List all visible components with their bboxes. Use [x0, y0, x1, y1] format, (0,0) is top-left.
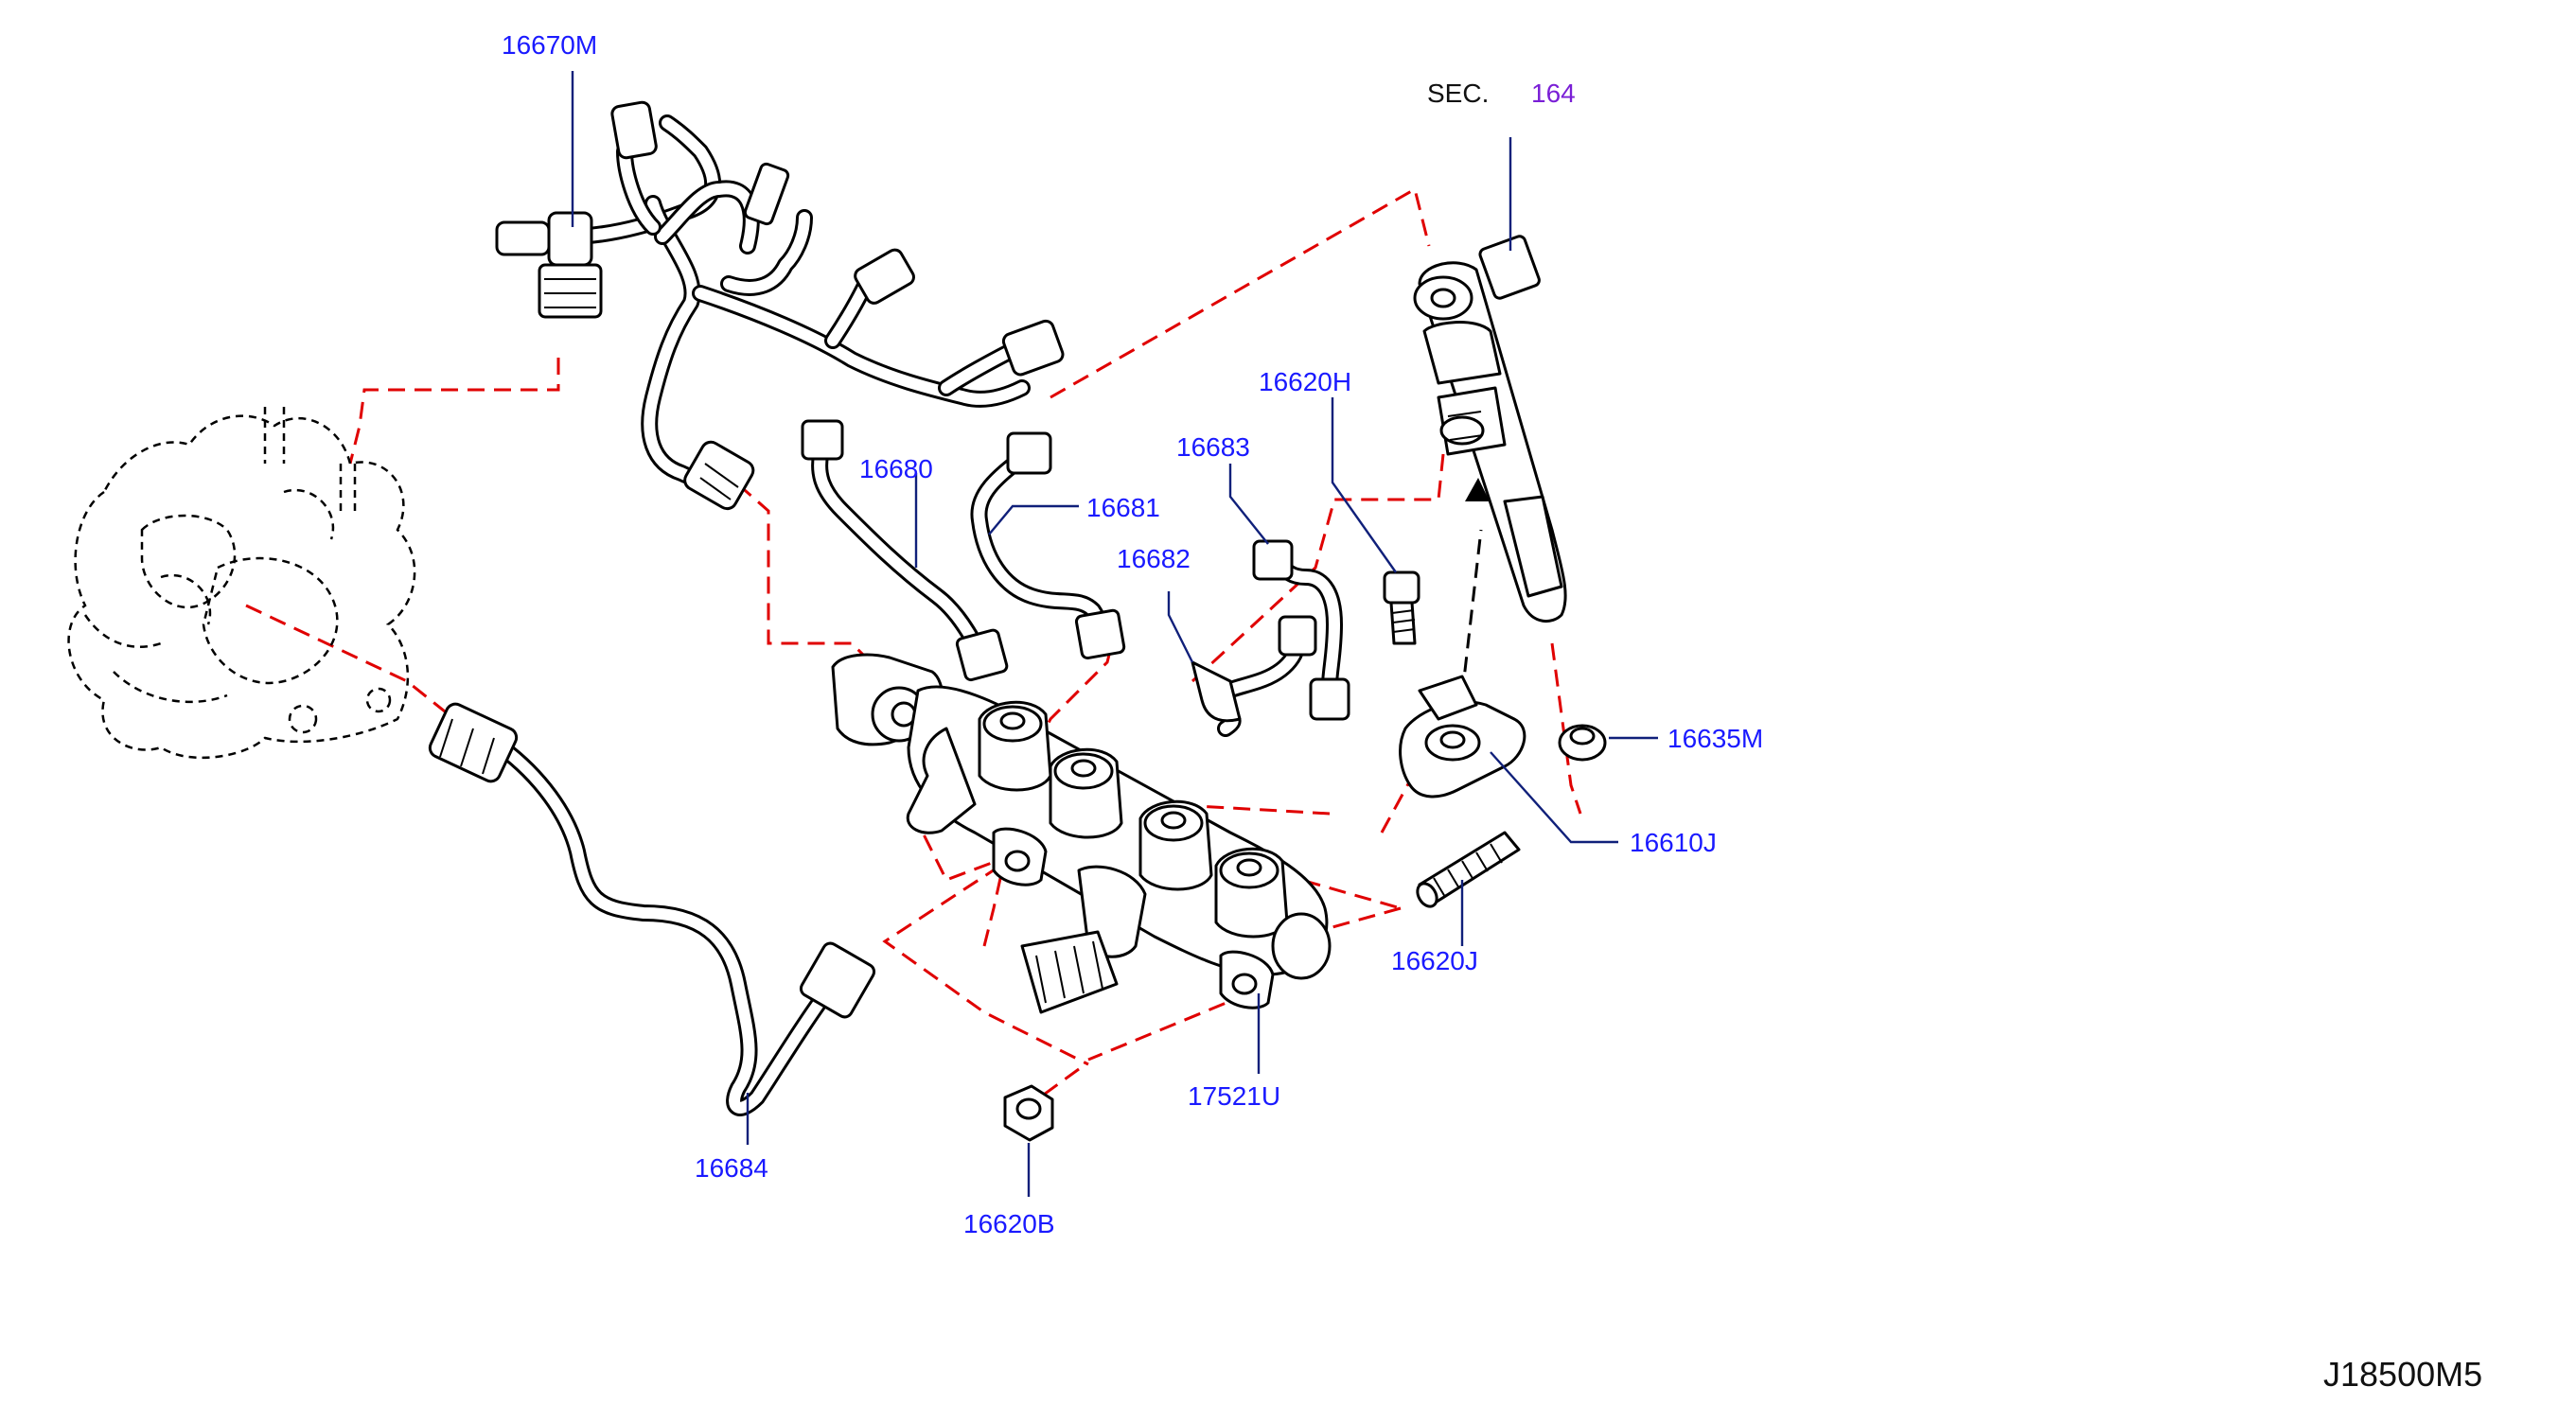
part-labels: 16670M 16680 16681 16683 16682 16620H 16… — [502, 30, 2482, 1394]
part-label-16670M: 16670M — [502, 30, 597, 60]
common-rail-assembly — [831, 653, 1332, 1014]
diagram-id: J18500M5 — [2323, 1355, 2482, 1394]
fuel-injector — [1413, 235, 1567, 623]
section-ref-prefix: SEC. — [1427, 79, 1489, 108]
part-label-16680: 16680 — [859, 454, 933, 483]
connection-lines — [245, 186, 1582, 1114]
injection-tube-16680 — [801, 419, 1009, 682]
nut-16620B — [1003, 1084, 1054, 1142]
part-label-16610J: 16610J — [1630, 828, 1717, 857]
part-label-16620B: 16620B — [963, 1209, 1055, 1238]
part-label-16683: 16683 — [1176, 432, 1250, 462]
stud-16620J — [1416, 831, 1521, 908]
rail-boss-2 — [1049, 747, 1123, 839]
rail-boss-1 — [978, 700, 1052, 792]
fuel-pump-dashed — [67, 407, 416, 760]
injection-tube-16681 — [970, 431, 1126, 660]
injection-tube-16682 — [1191, 615, 1317, 737]
part-label-16620J: 16620J — [1391, 946, 1478, 975]
bolt-16620H — [1383, 570, 1420, 645]
injector-clamp-16610J — [1399, 675, 1526, 799]
rail-boss-4 — [1214, 847, 1289, 939]
washer-16635M — [1558, 724, 1607, 762]
part-label-16681: 16681 — [1086, 493, 1160, 522]
section-ref-number: 164 — [1531, 79, 1576, 108]
rail-boss-3 — [1138, 799, 1213, 891]
part-label-17521U: 17521U — [1188, 1081, 1280, 1111]
part-label-16684: 16684 — [695, 1153, 768, 1183]
part-label-16620H: 16620H — [1259, 367, 1351, 396]
high-pressure-tube-16684 — [428, 702, 876, 1116]
leader-lines — [571, 71, 1658, 1197]
assembly-arrow — [1460, 478, 1490, 696]
leak-off-hose-assembly — [495, 100, 1065, 511]
injection-tube-16683 — [1252, 539, 1350, 721]
part-label-16635M: 16635M — [1667, 724, 1763, 753]
part-label-16682: 16682 — [1117, 544, 1191, 573]
